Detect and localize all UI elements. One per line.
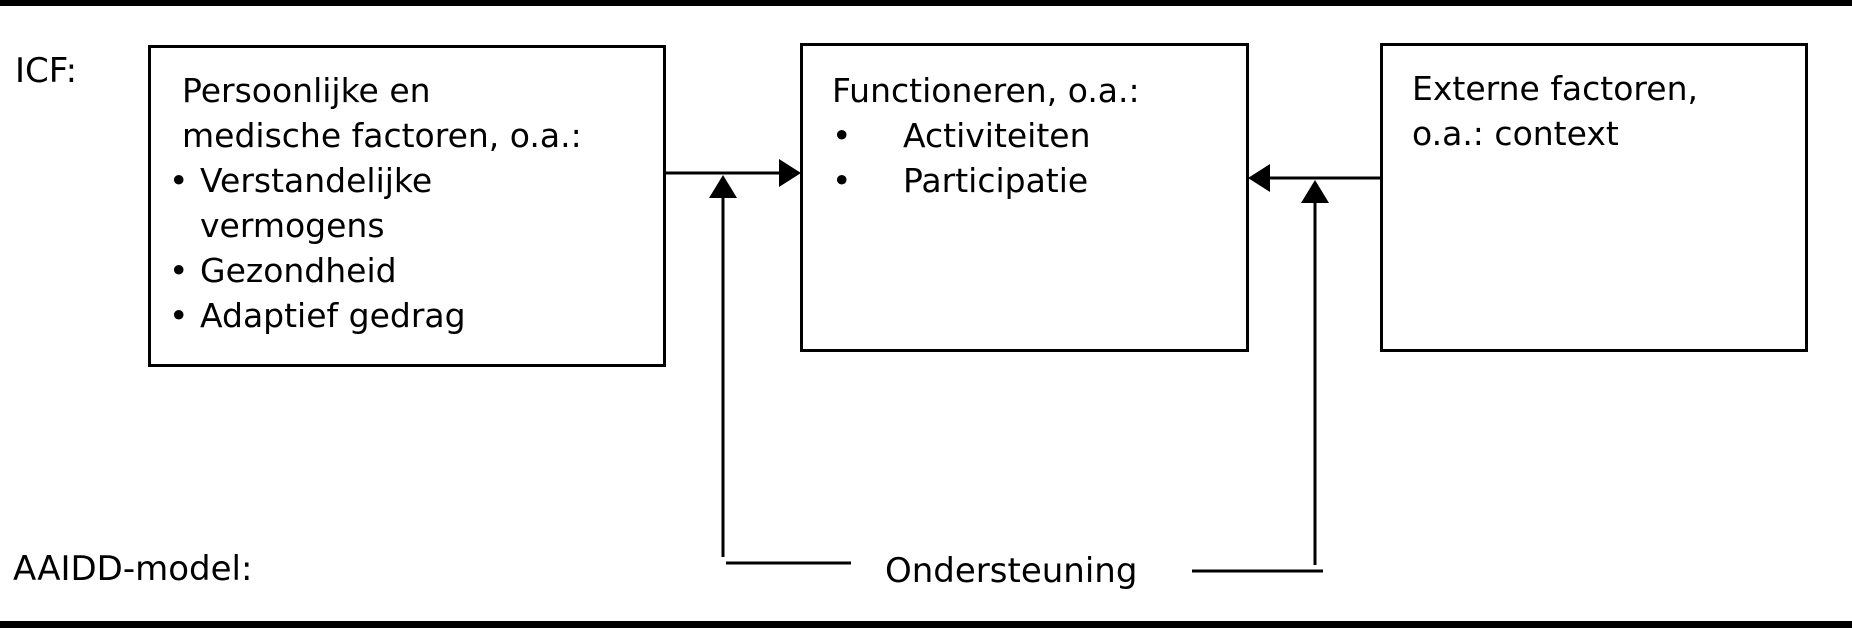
- personal-box-bullet-list: Verstandelijke vermogens Gezondheid Adap…: [169, 158, 651, 338]
- top-border-bar: [0, 0, 1852, 6]
- functioning-box-title: Functioneren, o.a.:: [832, 71, 1140, 110]
- box-personal-medical-factors: Persoonlijke en medische factoren, o.a.:…: [148, 45, 666, 367]
- list-item: Verstandelijke vermogens: [169, 158, 500, 248]
- aaidd-model-label: AAIDD-model:: [13, 549, 253, 589]
- arrow-external-to-functioning-icon: [1248, 164, 1381, 192]
- ondersteuning-label: Ondersteuning: [885, 551, 1138, 591]
- personal-box-title-line1: Persoonlijke en: [182, 71, 431, 110]
- list-item: Participatie: [832, 158, 1234, 203]
- icf-label: ICF:: [15, 51, 78, 91]
- list-item: Activiteiten: [832, 113, 1234, 158]
- support-up-arrow-right-icon: [1301, 180, 1329, 565]
- external-box-title-line1: Externe factoren,: [1412, 69, 1698, 108]
- box-external-factors: Externe factoren, o.a.: context: [1380, 43, 1808, 352]
- arrow-personal-to-functioning-icon: [666, 159, 801, 187]
- list-item: Adaptief gedrag: [169, 293, 500, 338]
- support-up-arrow-left-icon: [709, 175, 737, 557]
- box-functioning: Functioneren, o.a.: Activiteiten Partici…: [800, 43, 1249, 352]
- functioning-box-bullet-list: Activiteiten Participatie: [832, 113, 1234, 203]
- list-item: Gezondheid: [169, 248, 500, 293]
- bottom-border-bar: [0, 621, 1852, 628]
- external-box-title-line2: o.a.: context: [1412, 114, 1619, 153]
- personal-box-title-line2: medische factoren, o.a.:: [182, 116, 582, 155]
